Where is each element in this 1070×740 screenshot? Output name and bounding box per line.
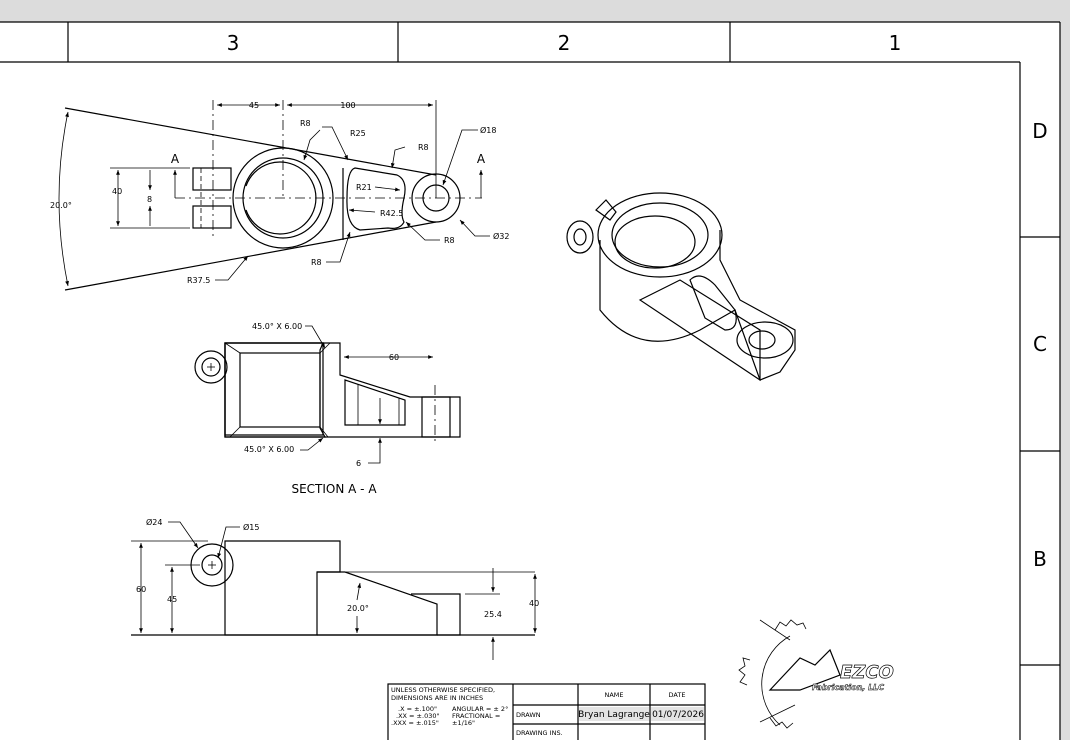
column-name: NAME <box>604 691 623 699</box>
dim-r42-5: R42.5 <box>380 209 403 218</box>
isometric-view <box>566 192 796 382</box>
sheet-background <box>0 22 1060 740</box>
section-view <box>194 325 461 464</box>
front-view-dimensions: Ø24 Ø15 60 45 20.0° 25.4 40 <box>136 517 539 619</box>
tolerance-x: .X = ±.100" <box>398 705 437 713</box>
dim-6: 6 <box>356 459 361 468</box>
dim-40: 40 <box>112 187 122 196</box>
dim-r8-lower: R8 <box>444 236 455 245</box>
company-logo: EZCO Fabrication, LLC <box>738 619 894 729</box>
zone-column-1: 1 <box>889 31 902 55</box>
zone-row-c: C <box>1033 332 1047 356</box>
row-drawing-ins: DRAWING INS. <box>516 729 563 737</box>
dim-dia18: Ø18 <box>480 125 496 135</box>
dim-100: 100 <box>340 101 355 110</box>
tolerance-heading: UNLESS OTHERWISE SPECIFIED, <box>391 686 495 694</box>
dim-chamfer-bottom: 45.0° X 6.00 <box>244 445 294 454</box>
svg-text:EZCO: EZCO <box>840 662 894 683</box>
dim-60: 60 <box>389 353 399 362</box>
dim-8: 8 <box>147 195 152 204</box>
sheet-frame <box>0 21 1061 740</box>
dim-dia15: Ø15 <box>243 522 259 532</box>
tolerance-xxx: .XXX = ±.015" <box>391 719 439 727</box>
top-view-dimensions: A A 45 100 R8 R25 R8 Ø18 40 8 20.0° R21 … <box>50 101 509 285</box>
tolerance-heading-2: DIMENSIONS ARE IN INCHES <box>391 694 483 702</box>
section-marker-right: A <box>477 152 486 166</box>
zone-row-d: D <box>1032 119 1047 143</box>
dim-60: 60 <box>136 585 146 594</box>
section-marker-left: A <box>171 152 180 166</box>
zone-column-3: 3 <box>227 31 240 55</box>
zone-row-b: B <box>1033 547 1047 571</box>
drawn-date: 01/07/2026 <box>652 710 704 720</box>
dim-angle: 20.0° <box>50 201 72 210</box>
dim-45: 45 <box>249 101 259 110</box>
dim-chamfer-top: 45.0° X 6.00 <box>252 322 302 331</box>
column-date: DATE <box>669 691 686 699</box>
dim-25-4: 25.4 <box>484 610 502 619</box>
svg-text:Fabrication, LLC: Fabrication, LLC <box>812 683 884 692</box>
section-view-dimensions: 45.0° X 6.00 45.0° X 6.00 60 6 SECTION A… <box>244 322 399 496</box>
row-drawn: DRAWN <box>516 711 541 719</box>
title-block <box>387 683 706 740</box>
dim-r21: R21 <box>356 183 372 192</box>
dim-r37-5: R37.5 <box>187 276 210 285</box>
front-view <box>131 521 537 660</box>
dim-dia24: Ø24 <box>146 517 162 527</box>
dim-r25: R25 <box>350 129 366 138</box>
dim-r8-right: R8 <box>418 143 429 152</box>
dim-dia32: Ø32 <box>493 231 509 241</box>
tolerance-angular: ANGULAR = ± 2° <box>452 705 508 713</box>
title-block-text: UNLESS OTHERWISE SPECIFIED, DIMENSIONS A… <box>391 686 704 737</box>
drawn-name: Bryan Lagrange <box>578 710 650 720</box>
dim-angle: 20.0° <box>347 604 369 613</box>
top-view <box>58 100 490 291</box>
dim-r8-top: R8 <box>300 119 311 128</box>
dim-r8-bottom: R8 <box>311 258 322 267</box>
zone-column-2: 2 <box>558 31 571 55</box>
dim-40: 40 <box>529 599 539 608</box>
tolerance-xx: .XX = ±.030" <box>396 712 439 720</box>
tolerance-fractional-2: ±1/16" <box>452 719 475 727</box>
dim-45: 45 <box>167 595 177 604</box>
section-title: SECTION A - A <box>291 482 377 496</box>
tolerance-fractional: FRACTIONAL = <box>452 712 500 720</box>
